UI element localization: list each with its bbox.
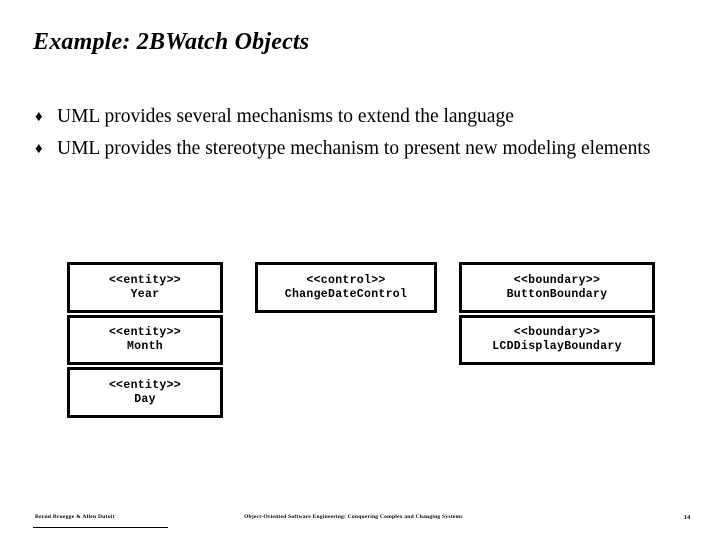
list-item: ♦ UML provides the stereotype mechanism …	[33, 136, 673, 162]
footer-divider	[33, 527, 168, 528]
uml-class-box-changedatecontrol[interactable]: <<control>> ChangeDateControl	[255, 262, 437, 313]
footer-book-title: Object-Oriented Software Engineering: Co…	[244, 514, 463, 520]
uml-class-name-label: Month	[126, 340, 163, 353]
list-item: ♦ UML provides several mechanisms to ext…	[33, 104, 673, 130]
uml-class-box-year[interactable]: <<entity>> Year	[67, 262, 223, 313]
slide-footer	[0, 506, 720, 540]
uml-class-box-lcddisplayboundary[interactable]: <<boundary>> LCDDisplayBoundary	[459, 315, 655, 365]
bullet-diamond-icon: ♦	[35, 141, 43, 157]
footer-page-number: 14	[684, 514, 691, 521]
uml-stereotype-label: <<entity>>	[108, 273, 181, 287]
footer-authors: Bernd Bruegge & Allen Dutoit	[35, 514, 115, 520]
uml-class-name-label: Day	[134, 392, 156, 406]
uml-class-name-label: LCDDisplayBoundary	[492, 340, 622, 353]
uml-stereotype-label: <<boundary>>	[513, 326, 601, 339]
uml-stereotype-label: <<control>>	[306, 273, 386, 287]
bullet-text: UML provides several mechanisms to exten…	[57, 106, 514, 127]
bullet-list: ♦ UML provides several mechanisms to ext…	[33, 104, 673, 168]
page-title: Example: 2BWatch Objects	[33, 29, 310, 55]
uml-stereotype-label: <<entity>>	[108, 326, 181, 339]
uml-class-name-label: ButtonBoundary	[506, 287, 608, 301]
uml-class-name-label: ChangeDateControl	[284, 287, 408, 301]
bullet-text: UML provides the stereotype mechanism to…	[57, 138, 651, 159]
uml-class-name-label: Year	[130, 287, 160, 301]
uml-stereotype-label: <<entity>>	[108, 378, 181, 392]
uml-class-box-day[interactable]: <<entity>> Day	[67, 367, 223, 418]
bullet-diamond-icon: ♦	[35, 109, 43, 125]
uml-class-box-buttonboundary[interactable]: <<boundary>> ButtonBoundary	[459, 262, 655, 313]
uml-class-box-month[interactable]: <<entity>> Month	[67, 315, 223, 365]
uml-stereotype-label: <<boundary>>	[513, 273, 601, 287]
